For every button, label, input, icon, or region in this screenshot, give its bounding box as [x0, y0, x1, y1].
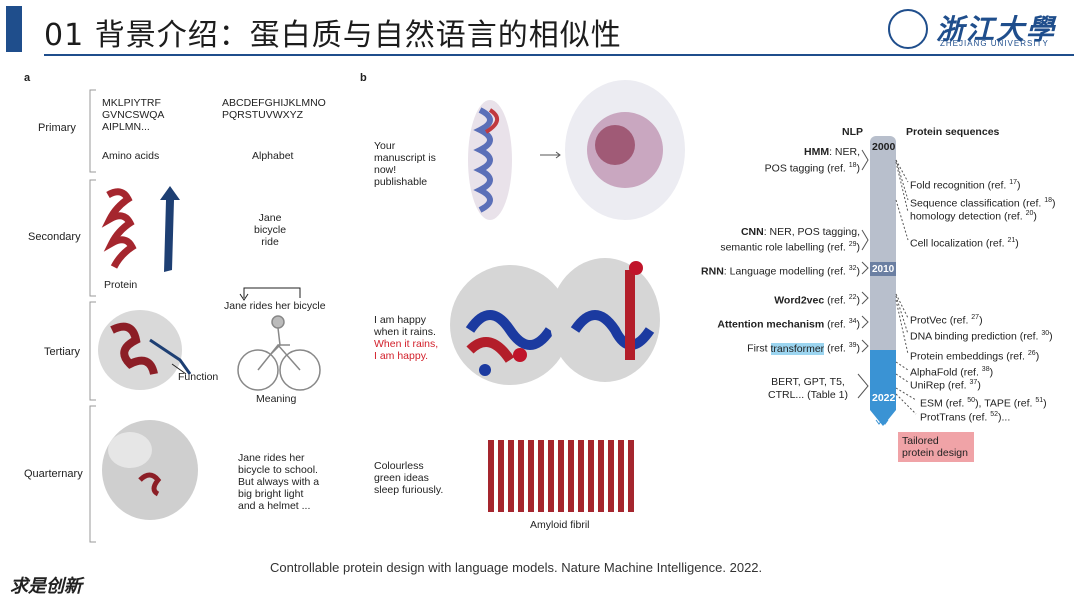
nlp-first-transformer: First transformer (ref. 39) — [747, 342, 860, 355]
tertiary-protein-icon — [98, 310, 192, 390]
folded-protein-left-icon — [450, 265, 570, 385]
amino-acid-sequence: MKLPIYTRF GVNCSWQA AIPLMN... — [102, 97, 165, 133]
nlp-word2vec: Word2vec (ref. 22) — [774, 294, 860, 307]
nlp-rnn: RNN: Language modelling (ref. 32) — [701, 265, 860, 278]
protein-sequence-classification: Sequence classification (ref. 18) — [910, 197, 1056, 210]
nlp-bert-line2: CTRL... (Table 1) — [768, 389, 848, 401]
page-title: 01 背景介绍：蛋白质与自然语言的相似性 — [44, 18, 622, 53]
quarternary-protein-icon — [102, 420, 198, 520]
nlp-attention: Attention mechanism (ref. 34) — [717, 318, 860, 331]
row-brackets — [89, 89, 96, 543]
alphabet-sequence: ABCDEFGHIJKLMNO PQRSTUVWXYZ — [222, 97, 326, 121]
nlp-hmm-line2: POS tagging (ref. 18) — [764, 162, 860, 175]
alphabet-label: Alphabet — [252, 150, 294, 162]
year-2022: 2022 — [872, 392, 896, 404]
nlp-header: NLP — [842, 126, 863, 138]
beta-strand-icon — [160, 186, 180, 272]
protein-homology-detection: homology detection (ref. 20) — [910, 210, 1037, 223]
protein-cell-localization: Cell localization (ref. 21) — [910, 237, 1019, 250]
amyloid-fibril-icon — [488, 440, 634, 512]
helix-icon — [101, 188, 137, 269]
row-label-primary: Primary — [38, 122, 76, 134]
footer-motto-logo: 求是创新 — [10, 576, 82, 597]
cyclist-icon — [237, 315, 321, 391]
function-label: Function — [178, 371, 219, 383]
protein-protvec: ProtVec (ref. 27) — [910, 314, 983, 327]
amino-acids-label: Amino acids — [102, 150, 160, 162]
protein-dna-binding: DNA binding prediction (ref. 30) — [910, 330, 1053, 343]
protein-unirep: UniRep (ref. 37) — [910, 379, 981, 392]
nlp-cnn-line2: semantic role labelling (ref. 29) — [720, 241, 860, 254]
panel-a-label: a — [24, 72, 31, 84]
tailored-design-label: Tailored protein design — [902, 435, 968, 459]
header-divider — [44, 54, 1074, 56]
amyloid-label: Amyloid fibril — [530, 519, 590, 531]
paragraph-text: Jane rides her bicycle to school. But al… — [238, 452, 320, 512]
year-2000: 2000 — [872, 141, 896, 153]
protein-header: Protein sequences — [906, 126, 1000, 138]
protein-prottrans: ProtTrans (ref. 52)... — [920, 411, 1011, 424]
manuscript-text: Your manuscript is now! publishable — [374, 140, 436, 188]
panel-b-label: b — [360, 72, 367, 84]
university-logo-subtitle: ZHEJIANG UNIVERSITY — [940, 39, 1049, 48]
tailored-design-box — [898, 432, 974, 462]
protein-label: Protein — [104, 279, 138, 291]
protein-alphafold: AlphaFold (ref. 38) — [910, 366, 994, 379]
university-seal-icon — [888, 9, 928, 49]
citation: Controllable protein design with languag… — [270, 560, 763, 575]
title-accent-bar — [6, 6, 22, 52]
disordered-protein-icon — [565, 80, 685, 220]
words-label: Jane bicycle ride — [254, 212, 287, 248]
sentence-label: Jane rides her bicycle — [224, 300, 326, 312]
nlp-bert: BERT, GPT, T5, — [771, 376, 845, 388]
nlp-hmm: HMM: NER, — [804, 146, 860, 158]
protein-esm-tape: ESM (ref. 50), TAPE (ref. 51) — [920, 397, 1047, 410]
folded-protein-right-icon — [550, 258, 660, 382]
happy-text-reordered: When it rains, I am happy. — [374, 338, 439, 362]
timeline-bar — [870, 136, 896, 426]
colourless-text: Colourless green ideas sleep furiously. — [374, 460, 444, 496]
trajectory-protein-icon — [468, 100, 512, 220]
protein-embeddings: Protein embeddings (ref. 26) — [910, 350, 1040, 363]
row-label-secondary: Secondary — [28, 231, 81, 243]
timeline-connectors — [895, 159, 917, 415]
nlp-brackets — [857, 149, 869, 399]
row-label-quarternary: Quarternary — [24, 468, 83, 480]
year-2010: 2010 — [872, 264, 895, 275]
university-logo-text: 浙江大學 — [936, 13, 1057, 46]
happy-text: I am happy when it rains. — [374, 314, 436, 338]
row-label-tertiary: Tertiary — [44, 346, 81, 358]
protein-fold-recognition: Fold recognition (ref. 17) — [910, 179, 1021, 192]
nlp-cnn: CNN: NER, POS tagging, — [740, 226, 860, 238]
meaning-label: Meaning — [256, 393, 297, 405]
